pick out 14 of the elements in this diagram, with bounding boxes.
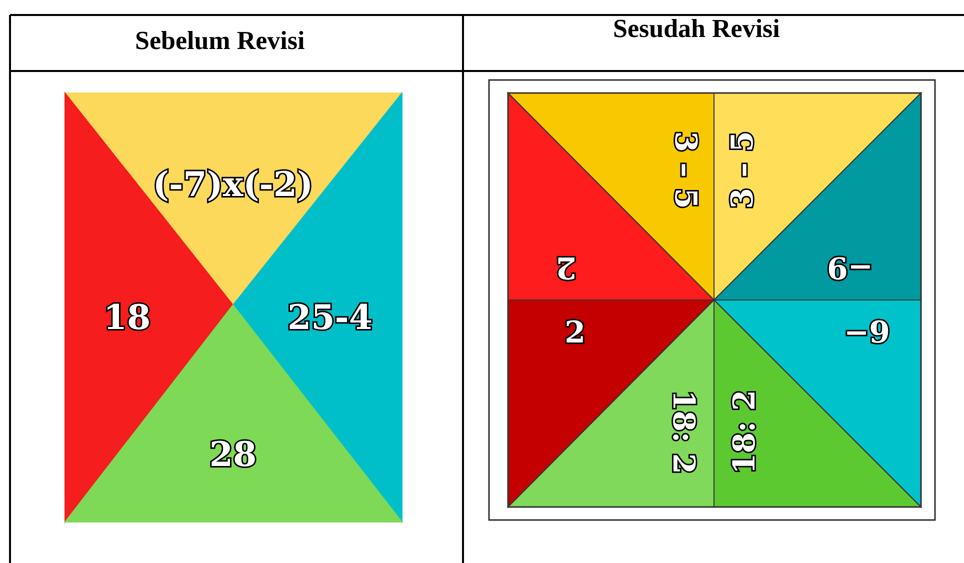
math-expression: 2 (556, 250, 576, 284)
math-expression: 25-4 (287, 298, 373, 338)
math-expression: 18: 2 (666, 390, 700, 474)
math-expression: 18 (103, 298, 151, 338)
math-expression: −9 (827, 250, 873, 284)
math-expression: −9 (844, 316, 890, 350)
math-expression: 18: 2 (728, 390, 762, 474)
math-expression: 3 – 5 (726, 131, 760, 209)
column-header: Sebelum Revisi (135, 26, 305, 56)
math-expression: 3 – 5 (668, 131, 702, 209)
math-expression: (-7)x(-2) (152, 165, 314, 205)
math-expression: 28 (209, 435, 257, 475)
math-expression: 2 (564, 316, 586, 350)
column-header: Sesudah Revisi (613, 14, 780, 44)
